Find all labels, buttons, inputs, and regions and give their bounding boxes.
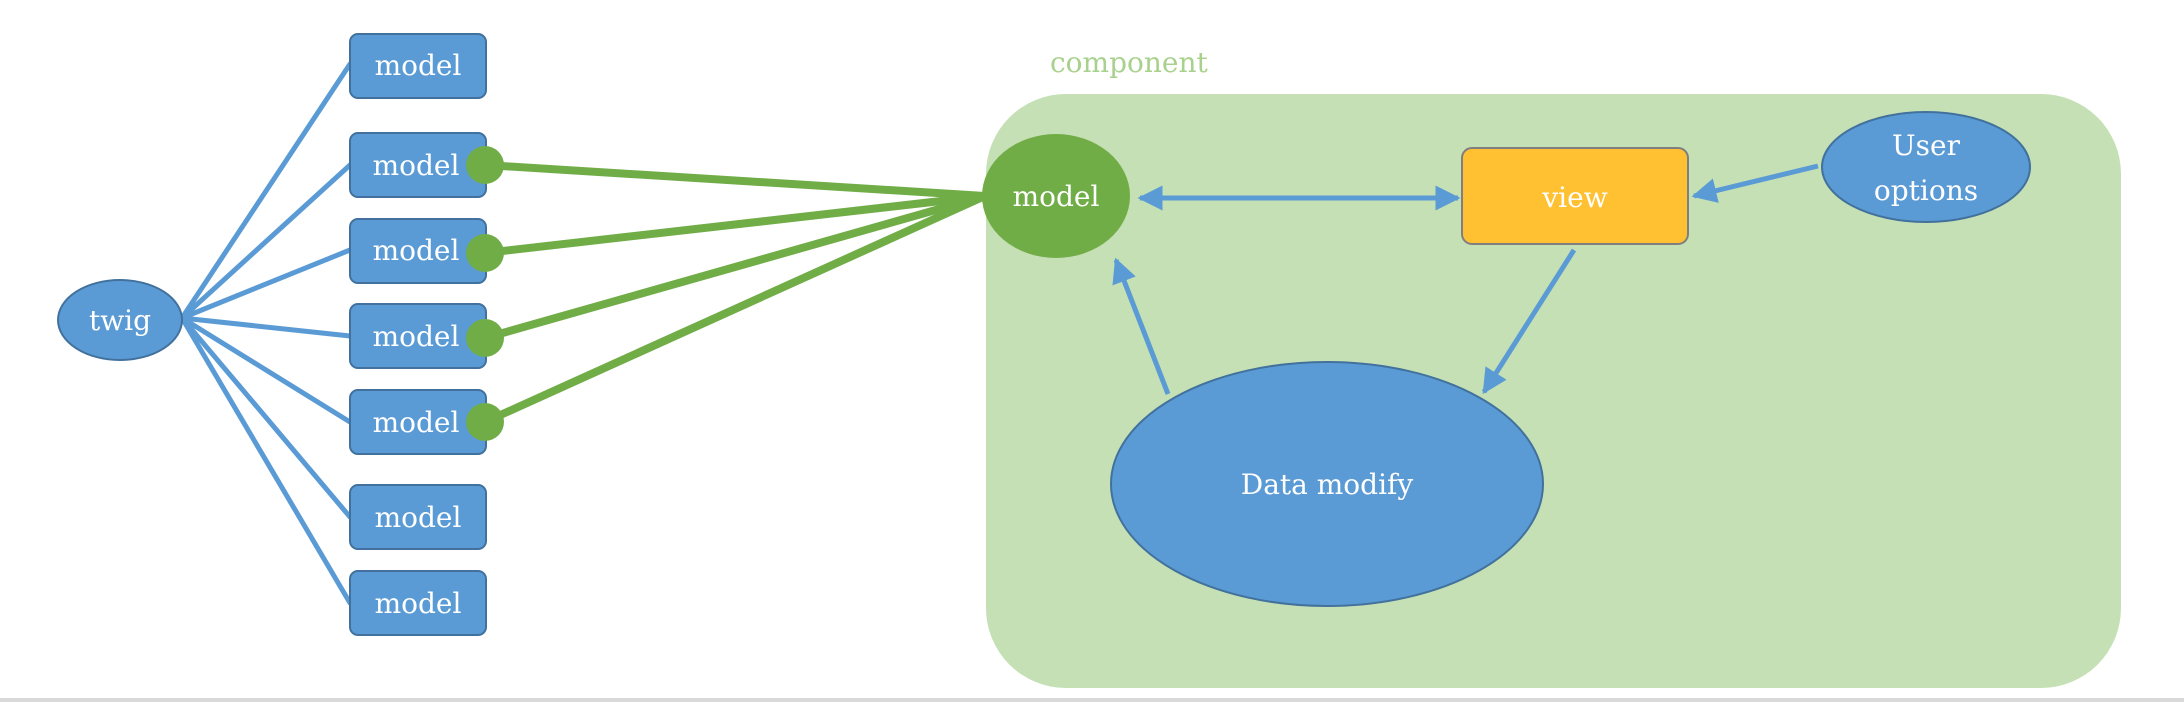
binding-dot-3 [466,319,504,357]
model-label-7: model [375,587,462,620]
twig-node [57,279,183,361]
model-label-3: model [373,234,460,267]
model-label-5: model [373,406,460,439]
arrow-options-to-view [1691,163,1819,203]
binding-connector-4 [481,192,989,426]
binding-connector-3 [481,192,989,342]
component-label: component [1050,46,1209,79]
data-modify-label: Data modify [1241,468,1414,501]
user-options-line2: options [1874,174,1978,207]
twig-connector-5 [179,315,353,425]
binding-dot-2 [466,234,504,272]
arrow-data-to-model [1112,257,1171,395]
model-box-1 [349,33,487,99]
data-modify-node [1110,361,1544,607]
component-model-label: model [1013,180,1100,213]
model-label-4: model [373,320,460,353]
twig-connector-6 [179,315,353,520]
view-box [1461,147,1689,245]
twig-connectors [179,61,353,606]
twig-label: twig [89,304,151,337]
model-label-1: model [375,49,462,82]
twig-connector-7 [179,315,353,606]
binding-connector-1 [481,161,989,200]
flow-arrows [1112,163,1819,395]
model-label-2: model [373,149,460,182]
binding-connectors [481,161,989,426]
user-options-line1: User [1892,129,1961,162]
twig-connector-4 [179,315,353,339]
twig-connector-3 [179,247,353,321]
twig-connector-2 [179,162,353,321]
component-model-node [982,134,1130,258]
model-box-6 [349,484,487,550]
model-label-6: model [375,501,462,534]
twig-connector-1 [179,61,353,321]
user-options-node [1821,111,2031,223]
bottom-rule [0,698,2184,702]
model-box-7 [349,570,487,636]
model-list: model model model model model model mode… [349,33,487,636]
view-label: view [1541,181,1607,214]
binding-connector-2 [481,192,989,257]
binding-dots [466,146,504,441]
arrow-view-to-data [1481,248,1577,395]
binding-dot-4 [466,403,504,441]
binding-dot-1 [466,146,504,184]
